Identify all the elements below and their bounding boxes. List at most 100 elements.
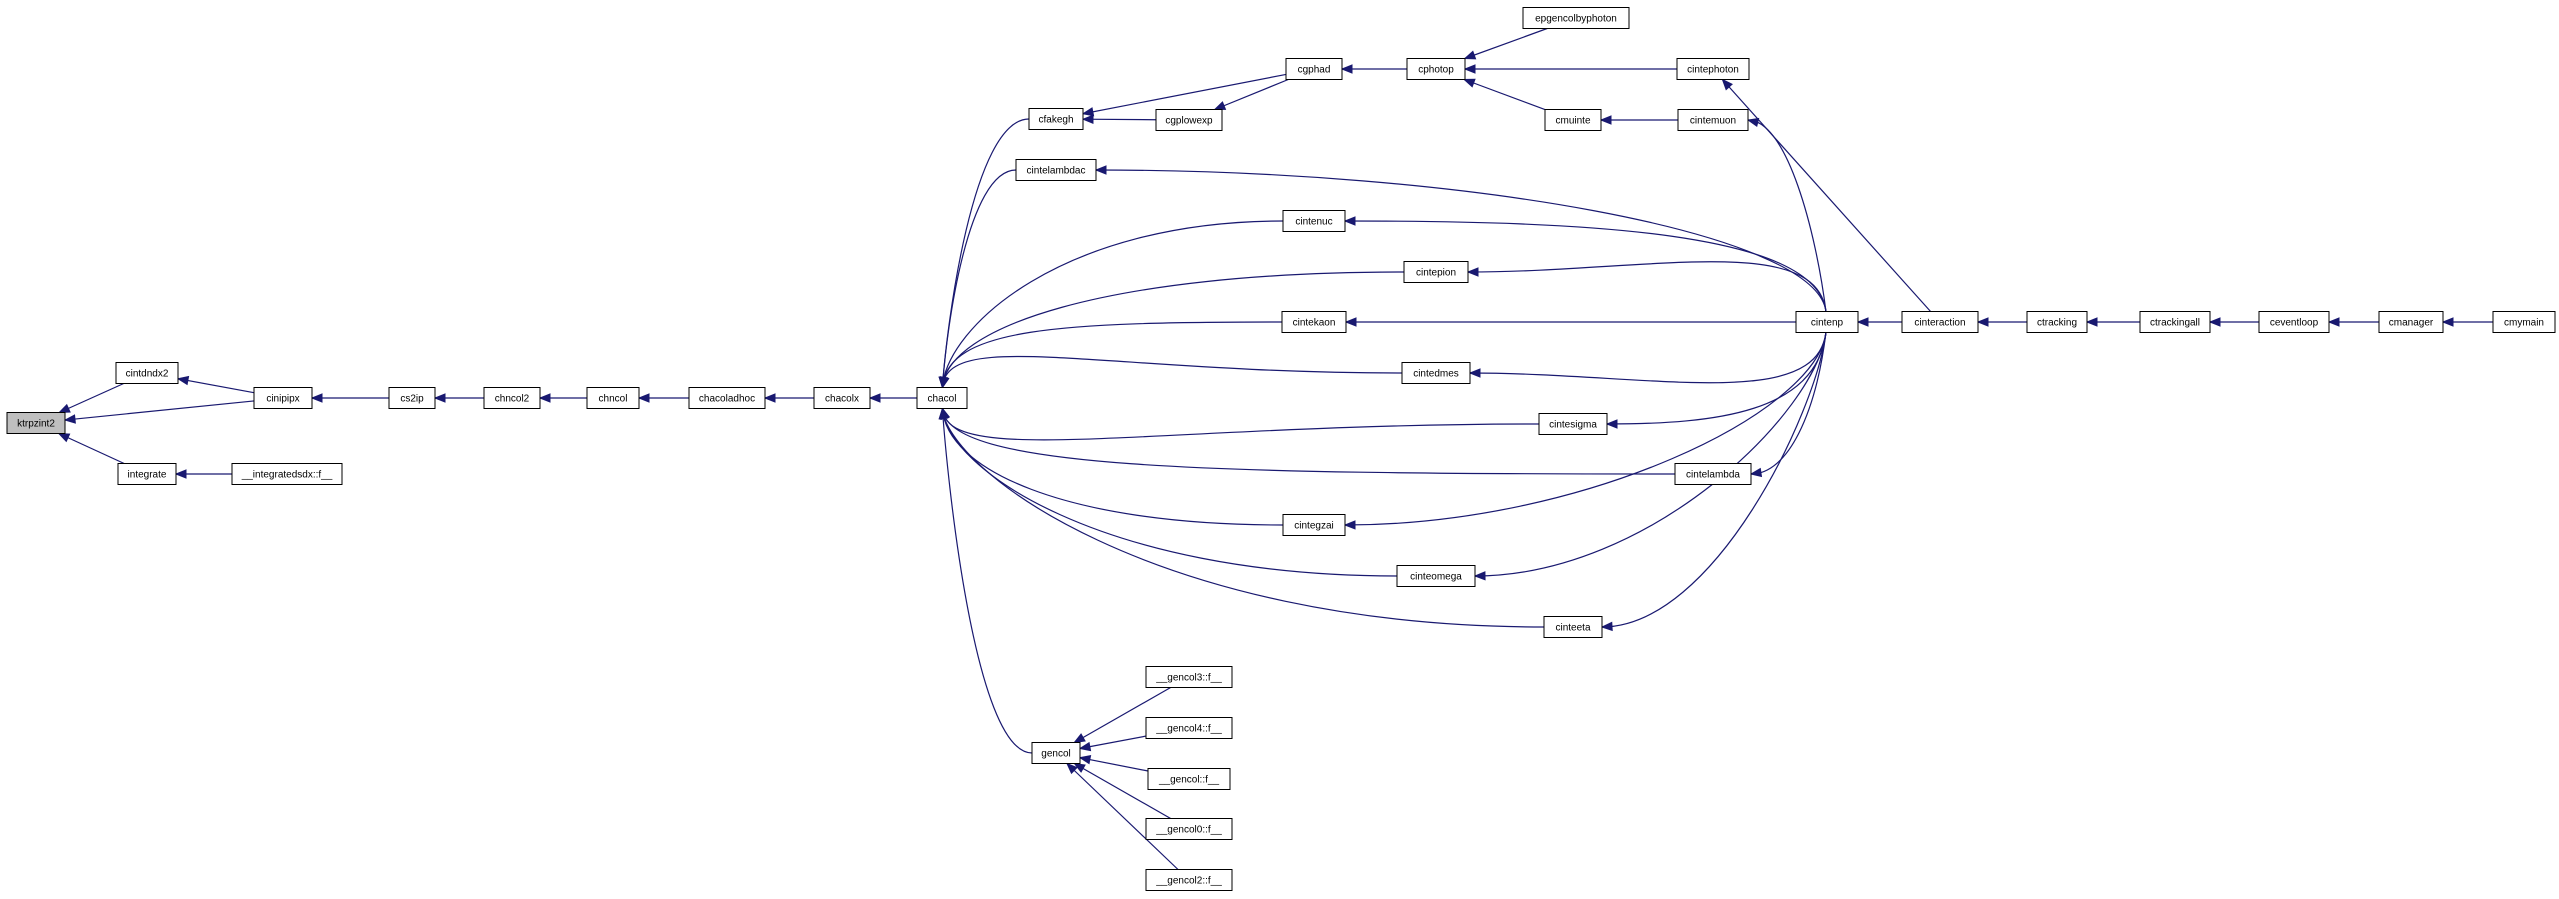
node-box (1145, 818, 1233, 840)
node-label: ktrpzint2 (17, 419, 55, 430)
node-cintephoton[interactable]: cintephoton (1676, 58, 1750, 80)
arrowhead (637, 393, 650, 403)
node-gencol0[interactable]: __gencol0::f__ (1145, 818, 1233, 840)
node-cgphad[interactable]: cgphad (1285, 58, 1343, 80)
node-cintelambda[interactable]: cintelambda (1674, 463, 1752, 485)
node-label: cinteomega (1410, 572, 1462, 583)
node-gencol3[interactable]: __gencol3::f__ (1145, 666, 1233, 688)
edge-line (1464, 78, 1546, 111)
node-box (2139, 311, 2211, 333)
edge-cintenp-to-cintemuon (1746, 117, 1827, 312)
node-gencol2[interactable]: __gencol2::f__ (1145, 869, 1233, 891)
node-box (1674, 463, 1752, 485)
edge-cinipipx-to-cintdndx2 (176, 375, 255, 394)
node-cintemuon[interactable]: cintemuon (1677, 109, 1749, 131)
edge-cintenp-to-cintekaon (1344, 317, 1796, 327)
node-label: cintelambdac (1027, 166, 1086, 177)
node-integratedsdx[interactable]: __integratedsdx::f__ (231, 463, 343, 485)
node-gencol4[interactable]: __gencol4::f__ (1145, 717, 1233, 739)
node-box (1406, 58, 1466, 80)
node-integrate[interactable]: integrate (117, 463, 177, 485)
arrowhead (1343, 216, 1356, 226)
edge-integrate-to-ktrpzint2 (57, 432, 125, 465)
arrowhead (1605, 419, 1618, 429)
edge-line (941, 321, 1283, 388)
node-chacol[interactable]: chacol (916, 387, 968, 409)
edge-line (941, 408, 1545, 628)
edge-line (941, 220, 1284, 388)
node-cinteomega[interactable]: cinteomega (1396, 565, 1476, 587)
edge-cmuinte-to-cphotop (1462, 78, 1546, 111)
edge-cinteraction-to-cintenp (1856, 317, 1902, 327)
node-gencol[interactable]: gencol (1031, 742, 1081, 764)
edge-line (177, 378, 255, 394)
edge-gencol-to-chacol (938, 407, 1033, 754)
node-cinipipx[interactable]: cinipipx (253, 387, 313, 409)
edge-line (1079, 735, 1147, 750)
node-cmymain[interactable]: cmymain (2492, 311, 2556, 333)
node-label: cmuinte (1555, 116, 1590, 127)
node-label: gencol (1041, 749, 1070, 760)
node-gencolf[interactable]: __gencol::f__ (1147, 768, 1231, 790)
edge-cmanager-to-ceventloop (2327, 317, 2379, 327)
arrowhead (868, 393, 881, 403)
node-cinteraction[interactable]: cinteraction (1901, 311, 1979, 333)
node-chacoladhoc[interactable]: chacoladhoc (688, 387, 766, 409)
node-label: cintenuc (1295, 217, 1332, 228)
node-cmanager[interactable]: cmanager (2378, 311, 2444, 333)
edge-line (941, 408, 1284, 526)
edge-line (1750, 332, 1827, 475)
node-label: cmanager (2389, 318, 2434, 329)
node-cintepion[interactable]: cintepion (1403, 261, 1469, 283)
node-cintdndx2[interactable]: cintdndx2 (115, 362, 179, 384)
node-chacolx[interactable]: chacolx (813, 387, 871, 409)
node-epgencolbyphoton[interactable]: epgencolbyphoton (1522, 7, 1630, 29)
node-cgplowexp[interactable]: cgplowexp (1155, 109, 1223, 131)
edge-line (1474, 332, 1827, 577)
node-cinteeta[interactable]: cinteeta (1543, 616, 1603, 638)
edge-gencolf-to-gencol (1078, 755, 1149, 772)
node-cfakegh[interactable]: cfakegh (1028, 108, 1084, 130)
node-label: __integratedsdx::f__ (241, 470, 333, 481)
edge-cintenp-to-cintelambda (1749, 332, 1827, 478)
edge-cs2ip-to-cinipipx (310, 393, 389, 403)
node-box (2492, 311, 2556, 333)
node-cs2ip[interactable]: cs2ip (388, 387, 436, 409)
node-cmuinte[interactable]: cmuinte (1544, 109, 1602, 131)
node-cintekaon[interactable]: cintekaon (1281, 311, 1347, 333)
node-ctracking[interactable]: ctracking (2026, 311, 2088, 333)
arrowhead (1976, 317, 1989, 327)
nodes-layer: ktrpzint2 cintdndx2 integrate cinipipx __int… (6, 7, 2556, 891)
node-cintedmes[interactable]: cintedmes (1401, 362, 1471, 384)
node-cintenuc[interactable]: cintenuc (1282, 210, 1346, 232)
node-cphotop[interactable]: cphotop (1406, 58, 1466, 80)
node-label: chncol (599, 394, 628, 405)
arrowhead (1473, 571, 1486, 581)
edge-integratedsdx-to-integrate (174, 469, 232, 479)
node-cintegzai[interactable]: cintegzai (1282, 514, 1346, 536)
arrowhead (1466, 267, 1479, 277)
node-box (2026, 311, 2088, 333)
node-cintelambdac[interactable]: cintelambdac (1015, 159, 1097, 181)
node-label: cintemuon (1690, 116, 1736, 127)
node-ceventloop[interactable]: ceventloop (2258, 311, 2330, 333)
node-box (916, 387, 968, 409)
node-ktrpzint2[interactable]: ktrpzint2 (6, 412, 66, 434)
edge-line (58, 432, 125, 465)
node-label: ctracking (2037, 318, 2077, 329)
node-chncol2[interactable]: chncol2 (483, 387, 541, 409)
node-ctrackingall[interactable]: ctrackingall (2139, 311, 2211, 333)
node-cintesigma[interactable]: cintesigma (1538, 413, 1608, 435)
node-chncol[interactable]: chncol (586, 387, 640, 409)
node-label: cinipipx (266, 394, 299, 405)
edge-gencol2-to-gencol (1066, 762, 1179, 870)
node-label: ceventloop (2270, 318, 2319, 329)
arrowhead (176, 375, 190, 386)
node-box (1145, 666, 1233, 688)
edge-ceventloop-to-ctrackingall (2208, 317, 2259, 327)
node-cintenp[interactable]: cintenp (1795, 311, 1859, 333)
edge-line (941, 355, 1403, 388)
arrowhead (58, 403, 71, 414)
edge-line (1721, 79, 1932, 312)
